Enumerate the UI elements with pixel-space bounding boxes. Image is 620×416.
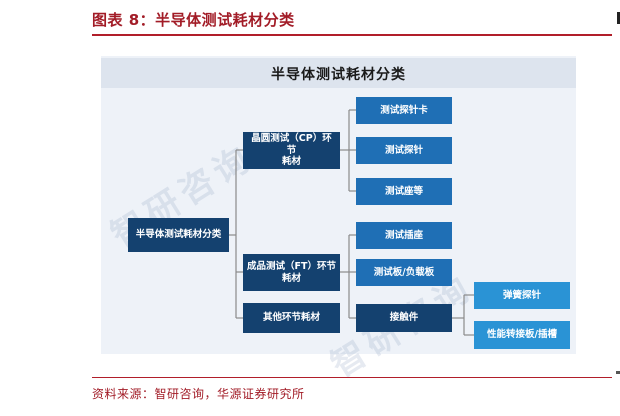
root-node-label: 半导体测试耗材分类 [135, 229, 222, 241]
cp-item-label: 测试探针 [384, 144, 423, 156]
figure-source: 资料来源：智研咨询，华源证券研究所 [92, 387, 305, 401]
contact-item-label: 性能转接板/插槽 [487, 329, 557, 341]
contact-item: 弹簧探针 [474, 282, 570, 309]
ft-item: 测试板/负载板 [356, 259, 452, 286]
edge-fragment [617, 12, 620, 24]
ft-item-label: 测试板/负载板 [373, 266, 435, 278]
cp-item: 测试探针 [356, 137, 452, 164]
ft-item: 测试插座 [356, 222, 452, 249]
contact-item-label: 弹簧探针 [502, 289, 541, 301]
branch-label-line1: 晶圆测试（CP）环节 [251, 132, 332, 156]
edge-fragment [616, 371, 620, 374]
branch-label-line1: 其他环节耗材 [262, 312, 320, 324]
ft-item-label: 测试插座 [384, 229, 423, 241]
source-divider [92, 377, 612, 378]
branch-label-line2: 耗材 [281, 156, 301, 168]
figure-title: 图表 8：半导体测试耗材分类 [92, 11, 295, 29]
branch-node-other: 其他环节耗材 [243, 303, 340, 333]
branch-label-line1: 成品测试（FT）环节 [247, 260, 336, 272]
cp-item: 测试探针卡 [356, 97, 452, 124]
root-node: 半导体测试耗材分类 [128, 218, 229, 252]
branch-node-ft: 成品测试（FT）环节 耗材 [243, 254, 340, 291]
branch-label-line2: 耗材 [281, 272, 301, 284]
branch-node-cp: 晶圆测试（CP）环节 耗材 [243, 132, 340, 169]
diagram-title: 半导体测试耗材分类 [271, 67, 406, 83]
cp-item-label: 测试探针卡 [380, 104, 428, 116]
cp-item-label: 测试座等 [384, 185, 423, 197]
cp-item: 测试座等 [356, 178, 452, 205]
diagram-title-banner [101, 58, 576, 88]
contact-item: 性能转接板/插槽 [474, 321, 570, 349]
ft-item-label: 接触件 [389, 312, 419, 324]
title-divider [92, 34, 612, 36]
ft-item: 接触件 [356, 304, 452, 332]
